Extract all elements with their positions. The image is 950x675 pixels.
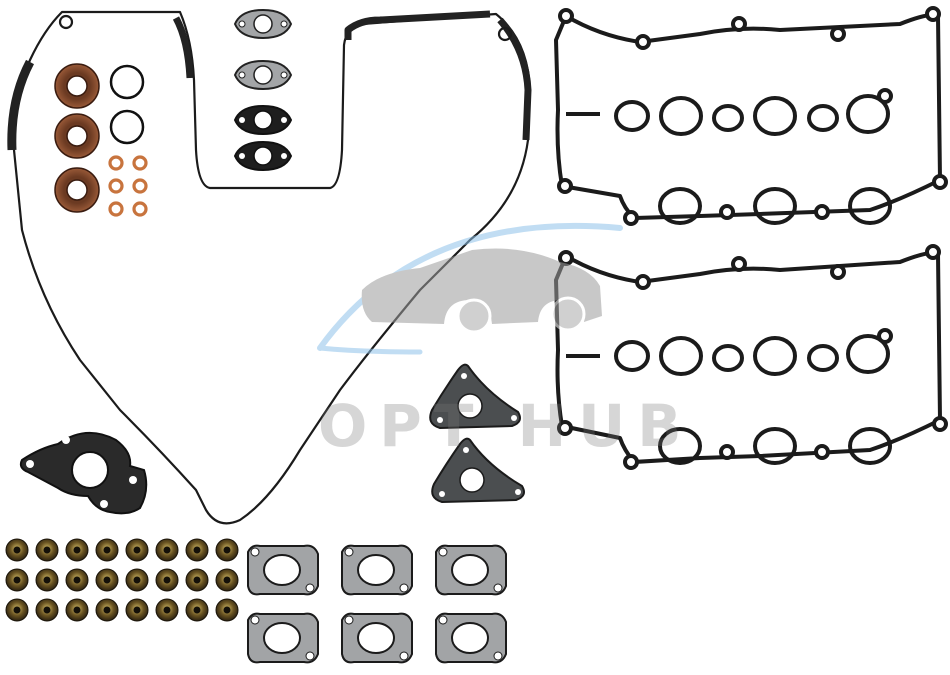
bolt-hole [250, 547, 260, 557]
valve-stem-seal-hole [223, 576, 231, 584]
valve-stem-seal-hole [43, 606, 51, 614]
valve-stem-seal-hole [163, 576, 171, 584]
valve-stem-seal-hole [223, 606, 231, 614]
watermark-logo [317, 222, 623, 355]
gasket-port [263, 622, 301, 654]
valve-stem-seal-hole [193, 576, 201, 584]
exhaust-manifold-gasket [341, 612, 413, 664]
bolt-hole [344, 547, 354, 557]
car-silhouette-icon [361, 248, 602, 334]
valve-stem-seal-hole [43, 546, 51, 554]
valve-stem-seal-hole [193, 606, 201, 614]
valve-stem-seal-hole [13, 606, 21, 614]
exhaust-manifold-gasket [435, 612, 507, 664]
valve-stem-seal-hole [103, 606, 111, 614]
water-pump-gasket [19, 431, 148, 515]
valve-stem-seals [5, 538, 239, 622]
bolt-hole [493, 651, 503, 661]
valve-stem-seal-hole [223, 546, 231, 554]
valve-stem-seal-hole [73, 576, 81, 584]
valve-stem-seal-hole [133, 546, 141, 554]
bolt-hole [493, 583, 503, 593]
exhaust-manifold-gasket [435, 544, 507, 596]
triangle-gaskets [429, 363, 525, 504]
bolt-hole [305, 651, 315, 661]
valve-stem-seal-hole [73, 606, 81, 614]
valve-stem-seal-hole [103, 546, 111, 554]
bolt-hole [305, 583, 315, 593]
bolt-hole [399, 583, 409, 593]
valve-stem-seal-hole [73, 546, 81, 554]
exhaust-manifold-gasket [247, 612, 319, 664]
valve-stem-seal-hole [193, 546, 201, 554]
gasket-port [451, 622, 489, 654]
valve-stem-seal-hole [163, 606, 171, 614]
exhaust-manifold-gasket [247, 544, 319, 596]
valve-stem-seal-hole [103, 576, 111, 584]
copper-washers [108, 155, 148, 217]
bolt-hole [438, 615, 448, 625]
watermark-text: OPT HUB [318, 392, 694, 460]
valve-cover-gasket-upper [554, 6, 948, 226]
o-rings [109, 64, 145, 145]
shaft-seals [54, 63, 100, 213]
valve-stem-seal-hole [163, 546, 171, 554]
valve-stem-seal-hole [133, 576, 141, 584]
valve-stem-seal-hole [13, 546, 21, 554]
gasket-port [263, 554, 301, 586]
gasket-port [357, 554, 395, 586]
bolt-hole [438, 547, 448, 557]
gasket-port [357, 622, 395, 654]
bolt-hole [344, 615, 354, 625]
valve-stem-seal-hole [13, 576, 21, 584]
egr-gaskets [233, 8, 293, 172]
exhaust-manifold-gaskets [247, 544, 507, 664]
bolt-hole [250, 615, 260, 625]
swoosh [317, 222, 623, 351]
exhaust-manifold-gasket [341, 544, 413, 596]
valve-stem-seal-hole [133, 606, 141, 614]
gasket-port [451, 554, 489, 586]
bolt-hole [399, 651, 409, 661]
valve-stem-seal-hole [43, 576, 51, 584]
